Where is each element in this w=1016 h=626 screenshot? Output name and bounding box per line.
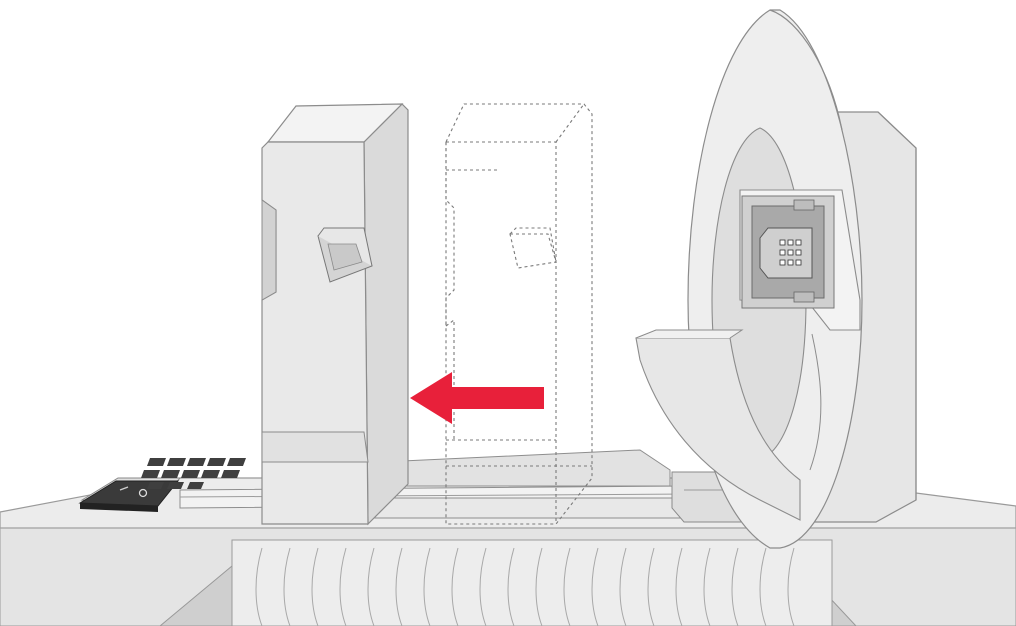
roll-guide[interactable] [261,103,409,526]
connector-pin [795,259,802,266]
roll-core-rib [563,547,571,626]
vent-slot [187,458,206,466]
roll-core-rib [647,547,655,626]
roll-core-rib [619,547,627,626]
arrow-left-icon [410,372,544,424]
roll-core-rib [367,547,375,626]
vent-slot [187,482,204,489]
roll-core-rib [731,547,739,626]
vent-slot [227,458,246,466]
roll-core-ribs [255,547,795,626]
rail-slot [369,497,681,519]
connector-pin [787,249,794,256]
vent-slot [167,482,184,489]
vent-slot [207,458,226,466]
vent-slot [147,482,164,489]
roll-core-rib [451,547,459,626]
connector-pin [779,249,786,256]
connector-pin [779,239,786,246]
guide-side-face [363,103,409,526]
power-switch-front [80,503,158,512]
roll-core-rib [759,547,767,626]
connector-pin [779,259,786,266]
connector-pins [779,239,802,266]
vent-slot [181,470,200,478]
roll-core-rib [283,547,291,626]
guide-notch-upper [261,199,277,301]
roll-core-rib [535,547,543,626]
connector-pin [795,249,802,256]
hub-flange-rim [769,9,843,131]
spindle-hub [635,9,917,549]
hub-base-shroud [635,337,801,521]
roll-core-rib [703,547,711,626]
vent-slot [147,458,166,466]
vent-slot [167,458,186,466]
guide-base-block [261,431,369,463]
roll-core-rib [787,547,795,626]
power-symbol-icon [138,488,148,498]
roll-core-rib [395,547,403,626]
vent-slot [141,470,160,478]
ghost-spindle-block [509,233,557,269]
roll-core-rib [423,547,431,626]
hub-lower-arc [809,333,822,471]
vent-slots [141,458,246,489]
roll-core [231,539,833,626]
roll-core-rib [311,547,319,626]
connector-pin [787,259,794,266]
roll-core-rib [591,547,599,626]
roll-core-rib [507,547,515,626]
hub-connector [759,227,813,279]
vent-slot [221,470,240,478]
rail-platform [379,449,671,487]
guide-front-face [261,141,369,525]
roll-core-rib [675,547,683,626]
roll-core-rib [339,547,347,626]
vent-slot [201,470,220,478]
vent-slot [161,470,180,478]
connector-pin [787,239,794,246]
connector-pin [795,239,802,246]
control-panel [78,458,246,512]
roll-core-rib [255,547,263,626]
roll-core-rib [479,547,487,626]
